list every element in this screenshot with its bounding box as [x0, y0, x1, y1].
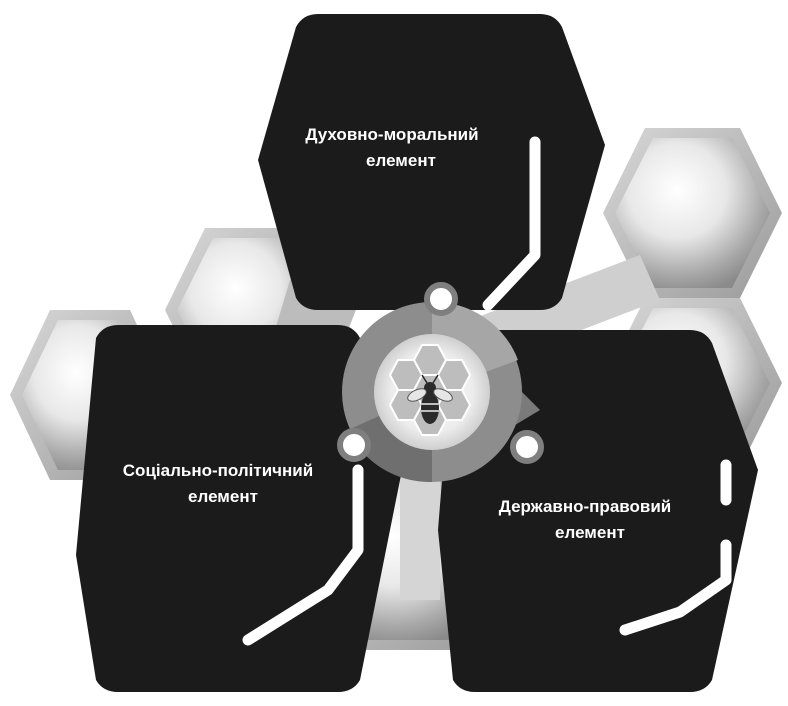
bubble-hex-right-top — [603, 128, 782, 298]
label-social-political-line1: Соціально-політичний — [122, 461, 314, 480]
bee-on-honeycomb-icon — [388, 344, 472, 436]
label-state-legal-line1: Державно-правовий — [498, 497, 672, 516]
label-social-political: Соціально-політичний елемент — [107, 458, 329, 510]
hub-knob-left — [337, 428, 371, 462]
accent-line-right-long — [619, 539, 732, 636]
label-spiritual-moral: Духовно-моральний елемент — [277, 122, 507, 174]
accent-line-top — [482, 136, 541, 311]
hub-knob-right — [510, 430, 544, 464]
label-social-political-line2: елемент — [188, 487, 258, 506]
dark-hex-left — [76, 325, 405, 692]
label-spiritual-moral-line1: Духовно-моральний — [305, 125, 479, 144]
hub-knob-top — [424, 282, 458, 316]
label-spiritual-moral-line2: елемент — [366, 151, 436, 170]
accent-line-left — [242, 464, 364, 646]
label-state-legal: Державно-правовий елемент — [480, 494, 690, 546]
label-state-legal-line2: елемент — [555, 523, 625, 542]
dark-hex-top — [258, 14, 605, 311]
